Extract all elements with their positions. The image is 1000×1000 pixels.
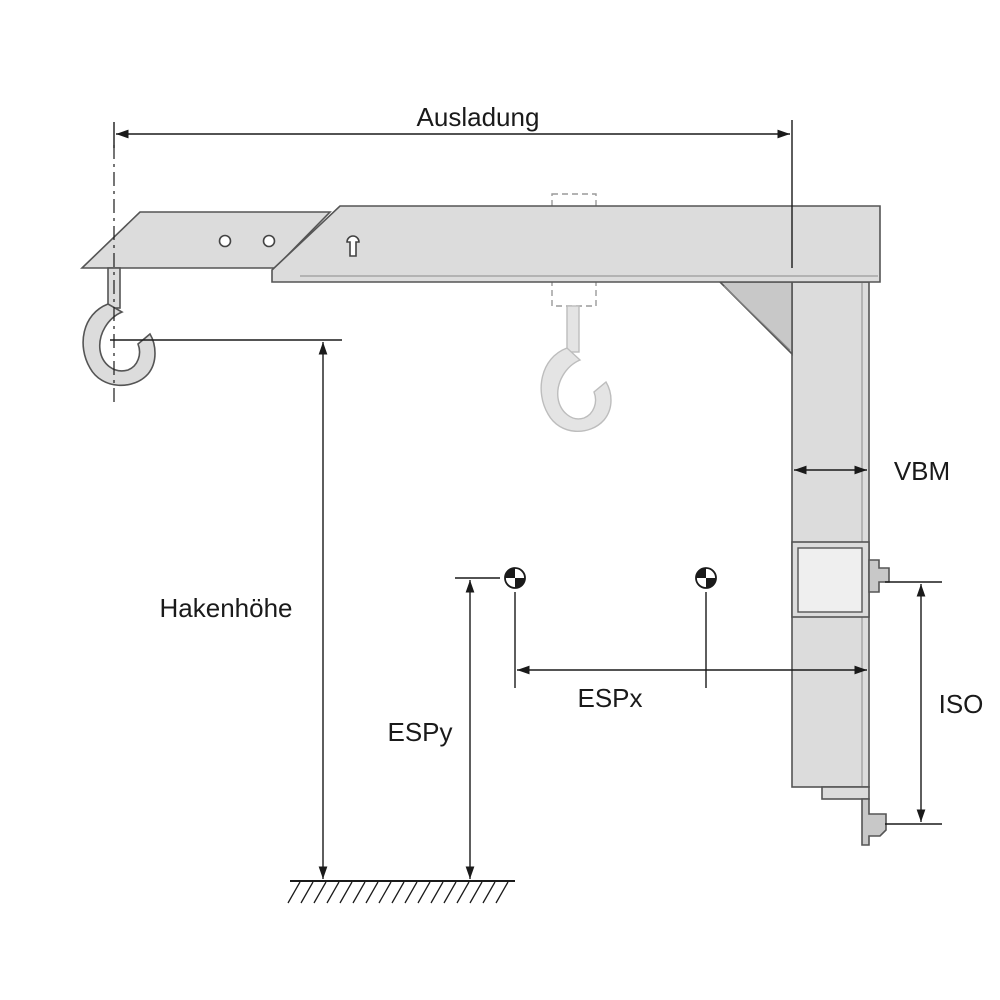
ground-hatch-line bbox=[443, 881, 457, 904]
ground-hatch-line bbox=[391, 881, 405, 904]
crane-boom bbox=[80, 205, 881, 283]
espy-label: ESPy bbox=[387, 717, 452, 747]
ground-hatch-line bbox=[417, 881, 431, 904]
pin-hole bbox=[218, 234, 232, 248]
column-foot bbox=[821, 786, 870, 800]
ground-hatch-line bbox=[300, 881, 314, 904]
ground-hatch-line bbox=[287, 881, 301, 904]
center-of-gravity-icon bbox=[695, 567, 717, 589]
crane-hook-ghost-icon bbox=[540, 305, 612, 433]
ground-hatch-line bbox=[339, 881, 353, 904]
hakenhoehe-label: Hakenhöhe bbox=[160, 593, 293, 623]
boom-main bbox=[271, 205, 881, 283]
crane-column bbox=[791, 281, 890, 846]
vbm-label: VBM bbox=[894, 456, 950, 486]
ground-hatch-line bbox=[404, 881, 418, 904]
pin-hole bbox=[262, 234, 276, 248]
column-bottom-lug bbox=[861, 798, 887, 846]
espx-label: ESPx bbox=[577, 683, 642, 713]
ground-hatch-line bbox=[378, 881, 392, 904]
ground-hatch-line bbox=[482, 881, 496, 904]
column-lug-upper bbox=[868, 559, 890, 593]
column-body bbox=[791, 281, 870, 788]
ground-hatch-line bbox=[469, 881, 483, 904]
ausladung-label: Ausladung bbox=[417, 102, 540, 132]
iso-label: ISO bbox=[939, 689, 984, 719]
ground-hatch-line bbox=[313, 881, 327, 904]
ground-hatch-line bbox=[495, 881, 509, 904]
ghost-hook-group bbox=[540, 193, 612, 433]
ground-hatch-line bbox=[430, 881, 444, 904]
ground-hatch-line bbox=[352, 881, 366, 904]
keyhole-slot bbox=[346, 235, 360, 257]
center-of-gravity-icon bbox=[504, 567, 526, 589]
ground-hatch-line bbox=[456, 881, 470, 904]
ground-hatch-line bbox=[365, 881, 379, 904]
crane-hook-icon bbox=[82, 267, 156, 387]
ground-hatch-line bbox=[326, 881, 340, 904]
ground-hatch bbox=[287, 880, 515, 904]
